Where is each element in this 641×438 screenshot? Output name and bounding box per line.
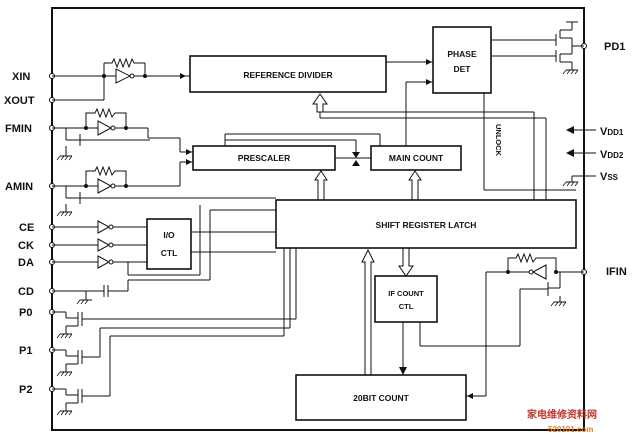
crystal-oscillator-inverter bbox=[52, 57, 190, 101]
pin-pd1-label: PD1 bbox=[604, 41, 625, 53]
unlock-signal-label: UNLOCK bbox=[494, 124, 503, 157]
shift-register-latch-block: SHIFT REGISTER LATCH bbox=[275, 199, 577, 249]
pin-p0-label: P0 bbox=[19, 307, 32, 319]
pin-p2-label: P2 bbox=[19, 384, 32, 396]
cd-output-stage bbox=[52, 209, 276, 305]
pin-ifin-label: IFIN bbox=[606, 266, 627, 278]
pin-p1-label: P1 bbox=[19, 345, 32, 357]
phase-det-label-2: DET bbox=[454, 64, 472, 74]
io-ctl-label-2: CTL bbox=[161, 248, 178, 258]
charge-pump-output bbox=[491, 21, 584, 75]
pin-da-label: DA bbox=[18, 257, 34, 269]
prescaler-block: PRESCALER bbox=[192, 145, 336, 171]
pin-ck-label: CK bbox=[18, 240, 34, 252]
watermark-url: 520101.com bbox=[548, 425, 593, 434]
phase-det-label-1: PHASE bbox=[447, 49, 477, 59]
left-pin-labels: XIN XOUT FMIN AMIN CE CK DA CD P0 P1 P2 bbox=[4, 71, 35, 396]
io-ctl-label-1: I/O bbox=[163, 230, 175, 240]
if-count-ctl-block: IF COUNT CTL bbox=[374, 275, 438, 323]
vdd2-arrow-icon bbox=[566, 149, 596, 157]
main-count-label: MAIN COUNT bbox=[389, 153, 444, 163]
internal-signal-paths bbox=[224, 59, 584, 399]
pin-fmin-label: FMIN bbox=[5, 123, 32, 135]
phase-det-block: PHASE DET bbox=[432, 26, 492, 94]
reference-divider-block: REFERENCE DIVIDER bbox=[189, 55, 387, 93]
if-count-label-2: CTL bbox=[399, 302, 414, 311]
right-pin-labels: PD1 VDD1 VDD2 VSS IFIN bbox=[600, 41, 627, 278]
pin-vdd1-label: VDD1 bbox=[600, 126, 624, 138]
pin-cd-label: CD bbox=[18, 286, 34, 298]
vss-ground-icon bbox=[562, 175, 596, 187]
chip-outline bbox=[51, 7, 585, 431]
pin-ce-label: CE bbox=[19, 222, 34, 234]
amin-input-stage bbox=[52, 159, 276, 217]
reference-divider-label: REFERENCE DIVIDER bbox=[243, 70, 332, 80]
prescaler-label: PRESCALER bbox=[238, 153, 290, 163]
pin-vss-label: VSS bbox=[600, 171, 619, 183]
io-ctl-block: I/O CTL bbox=[146, 218, 192, 270]
count-20bit-label: 20BIT COUNT bbox=[353, 393, 410, 403]
pin-amin-label: AMIN bbox=[5, 181, 33, 193]
fmin-input-stage bbox=[52, 107, 193, 161]
vdd1-arrow-icon bbox=[566, 126, 596, 134]
shift-register-latch-label: SHIFT REGISTER LATCH bbox=[376, 220, 477, 230]
pin-xout-label: XOUT bbox=[4, 95, 35, 107]
serial-input-buffers bbox=[52, 205, 276, 276]
main-count-block: MAIN COUNT bbox=[370, 145, 462, 171]
pin-vdd2-label: VDD2 bbox=[600, 149, 624, 161]
watermark-text: 家电维修资料网 bbox=[527, 408, 597, 421]
pin-xin-label: XIN bbox=[12, 71, 30, 83]
left-pin-markers bbox=[49, 73, 55, 392]
if-count-label-1: IF COUNT bbox=[388, 289, 424, 298]
count-20bit-block: 20BIT COUNT bbox=[295, 374, 467, 421]
port-output-stages bbox=[52, 248, 297, 416]
